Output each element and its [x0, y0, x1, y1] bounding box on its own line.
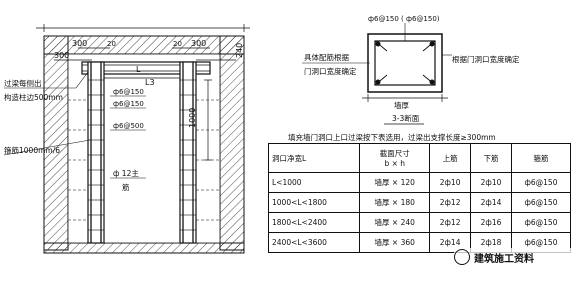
table-cell: 2ф10 — [429, 172, 472, 193]
rebar-dot — [429, 41, 435, 47]
header-cell: 下筋 — [470, 143, 512, 173]
right-wall — [219, 35, 245, 251]
table-row: 1800<L<2400 墙厚 × 240 2ф12 2ф16 ф6@150 — [267, 212, 572, 233]
table-cell: ф6@150 — [510, 212, 572, 233]
dim-300-right: 300 — [191, 39, 206, 48]
table-cell: ф6@150 — [510, 172, 572, 193]
header-cell: 箍筋 — [510, 143, 572, 173]
label-l3: L3 — [145, 78, 155, 87]
table-cell: 2ф14 — [470, 192, 512, 213]
dim-240: 240 — [235, 43, 244, 58]
table-cell: 2ф16 — [470, 212, 512, 233]
floor-slab — [43, 242, 245, 254]
right-column — [179, 61, 197, 244]
section-3-3: ф6@150 ( ф6@150) 具体配筋根据 门洞口宽度确定 根据门洞口宽度确… — [302, 15, 520, 125]
section-bottom-label: 墙厚 — [394, 100, 409, 110]
section-top-label: ф6@150 ( ф6@150) — [368, 15, 440, 23]
lintel-table: 洞口净宽L 截面尺寸 b × h 上筋 下筋 箍筋 L<1000 墙厚 × 12… — [267, 143, 572, 253]
note-spacing: 箍筋1000mm/6 — [4, 145, 60, 155]
bar-top-2: ф6@150 — [113, 100, 144, 108]
header-cell: 上筋 — [429, 143, 472, 173]
left-elevation: 300 20 20 300 240 300 L L3 ф6@150 ф6@150… — [3, 24, 250, 254]
bar-side: ф6@500 — [113, 122, 144, 130]
table-cell: 墙厚 × 240 — [359, 212, 431, 233]
dim-1000: 1000 — [188, 108, 197, 128]
left-column — [87, 61, 105, 244]
rebar-dot — [375, 79, 381, 85]
table-cell: 2400<L<3600 — [267, 232, 361, 253]
section-title: 3-3断面 — [392, 113, 420, 123]
section-right-note: 根据门洞口宽度确定 — [452, 54, 520, 64]
table-cell: 2ф12 — [429, 192, 472, 213]
watermark-text: 建筑施工资料 — [474, 253, 534, 265]
table-cell: ф6@150 — [510, 192, 572, 213]
left-wall — [43, 35, 69, 251]
table-cell: 1800<L<2400 — [267, 212, 361, 233]
table-cell: 2ф10 — [470, 172, 512, 193]
dim-top-left: 300 — [72, 39, 87, 48]
table-header-row: 洞口净宽L 截面尺寸 b × h 上筋 下筋 箍筋 — [267, 143, 572, 173]
table-row: 2400<L<3600 墙厚 × 360 2ф14 2ф18 ф6@150 — [267, 232, 572, 253]
bar-main-1: ф 12主 — [113, 168, 139, 178]
bar-top-1: ф6@150 — [113, 88, 144, 96]
table-cell: 墙厚 × 120 — [359, 172, 431, 193]
note-lintel-2: 构造柱边500mm — [4, 92, 63, 102]
table-cell: 1000<L<1800 — [267, 192, 361, 213]
wechat-logo-icon — [454, 249, 470, 265]
dim-top-mid-left: 20 — [107, 40, 116, 48]
section-left-note-1: 具体配筋根据 — [304, 52, 349, 62]
table-cell: 墙厚 × 180 — [359, 192, 431, 213]
label-l: L — [136, 65, 141, 74]
watermark: 建筑施工资料 — [454, 248, 572, 266]
rebar-dot — [429, 79, 435, 85]
rebar-dot — [375, 41, 381, 47]
dim-top-mid-right: 20 — [173, 40, 182, 48]
section-left-note-2: 门洞口宽度确定 — [304, 66, 357, 76]
table-cell: 2ф14 — [429, 232, 472, 253]
bar-main-2: 筋 — [122, 182, 130, 192]
table-row: 1000<L<1800 墙厚 × 180 2ф12 2ф14 ф6@150 — [267, 192, 572, 213]
table-cell: 墙厚 × 360 — [359, 232, 431, 253]
header-cell: 洞口净宽L — [267, 143, 361, 173]
table-cell: 2ф12 — [429, 212, 472, 233]
dim-300-left: 300 — [54, 51, 69, 60]
table-caption: 填充墙门洞口上口过梁按下表选用，过梁出支撑长度≥300mm — [288, 132, 496, 142]
table-row: L<1000 墙厚 × 120 2ф10 2ф10 ф6@150 — [267, 172, 572, 193]
header-cell: 截面尺寸 b × h — [359, 143, 431, 173]
table-cell: L<1000 — [267, 172, 361, 193]
note-lintel-1: 过梁每侧出 — [4, 78, 42, 88]
